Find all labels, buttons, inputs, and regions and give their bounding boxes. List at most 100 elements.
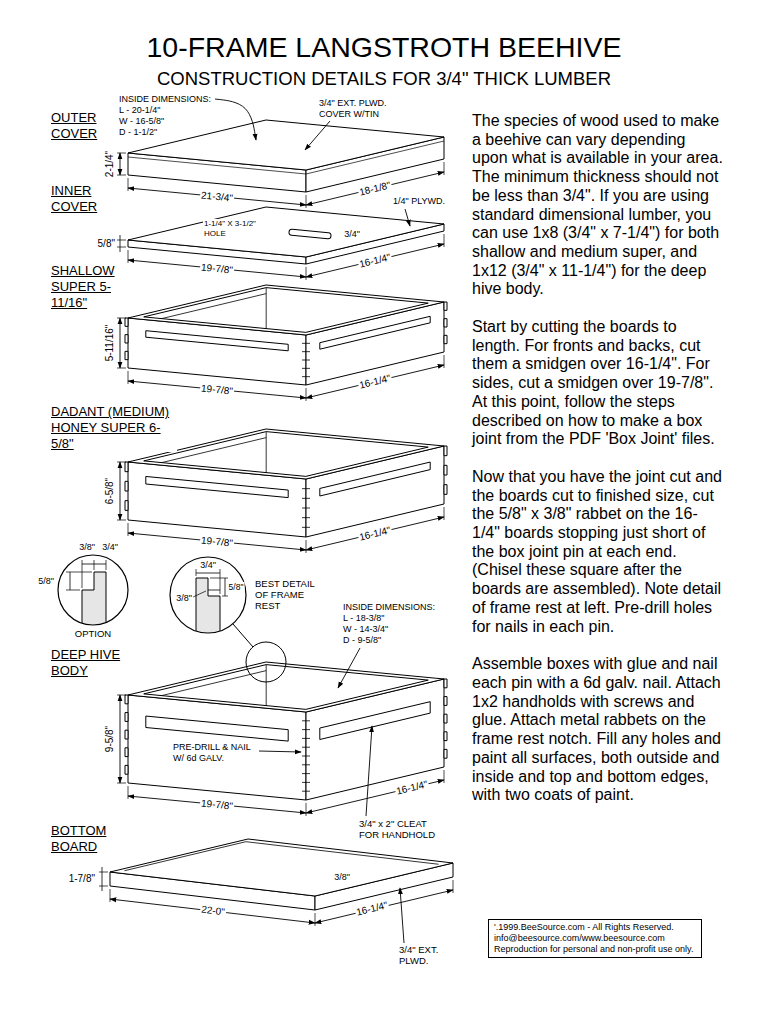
box-joint-line: [302, 756, 310, 757]
box-opening: [144, 288, 429, 333]
box-joint-pin: [444, 749, 447, 758]
extension-line: [444, 162, 445, 175]
extension-line: [315, 913, 316, 926]
dimension-label: 5/8": [37, 576, 55, 587]
inner-corner: [266, 288, 267, 338]
dimension-line: [128, 260, 306, 277]
box-joint-line: [302, 376, 310, 377]
title: 10-FRAME LANGSTROTH BEEHIVE: [0, 30, 768, 64]
box-joint-line: [302, 351, 310, 352]
body-text: Assemble boxes with glue and nail each p…: [472, 655, 724, 805]
box-joint-pin: [125, 462, 128, 472]
detail-content: [196, 578, 220, 640]
box-joint-pin: [125, 501, 128, 511]
dimension-label: 5/8": [228, 582, 245, 592]
hole-note: 1-1/4" X 3-1/2" HOLE: [203, 219, 265, 238]
box-joint-line: [302, 488, 310, 489]
extension-line: [306, 388, 307, 401]
handhold-cleat: [320, 702, 430, 740]
extension-line: [444, 234, 445, 247]
detail-callout-line: [233, 624, 253, 647]
leader-line: [400, 888, 404, 943]
top-face: [110, 839, 453, 896]
extension-line: [306, 195, 307, 208]
handhold-cleat: [320, 462, 430, 496]
dimension-lines: [99, 867, 453, 926]
subtitle: CONSTRUCTION DETAILS FOR 3/4" THICK LUMB…: [156, 68, 612, 90]
extension-line: [128, 178, 129, 191]
box-joint-line: [302, 738, 310, 739]
dimension-label: 3/4": [101, 542, 119, 553]
vent-hole-outline: [292, 232, 328, 235]
box-joint-pin: [125, 335, 128, 343]
part-name: SHALLOW SUPER 5-11/16": [50, 263, 122, 311]
dimension-label: 3/8": [78, 542, 96, 553]
body-text: Now that you have the joint cut and the …: [472, 468, 724, 636]
callout-heading: INSIDE DIMENSIONS:: [118, 94, 212, 105]
box-joint-pin: [125, 765, 128, 774]
tin-edge: [128, 141, 444, 174]
dimension-line: [128, 533, 306, 550]
extension-line: [117, 695, 126, 696]
copyright-text: Reproduction for personal and non-profit…: [494, 944, 696, 955]
leader-line: [193, 591, 206, 597]
extension-line: [128, 371, 129, 384]
box-joint-pin: [444, 697, 447, 706]
extension-line: [117, 153, 126, 154]
box-joint-line: [302, 720, 310, 721]
extension-line: [117, 240, 126, 241]
bottom-board: [110, 839, 453, 910]
box-joint-line: [302, 360, 310, 361]
extension-line: [117, 318, 126, 319]
extension-line: [444, 507, 445, 520]
dimension-line: [306, 517, 444, 550]
dimension-lines: [117, 695, 444, 816]
body-text: Start by cutting the boards to length. F…: [472, 318, 724, 449]
extension-line: [117, 520, 126, 521]
copyright-text: info@beesource.com/www.beesource.com: [494, 933, 696, 944]
dimension-line: [315, 890, 453, 923]
handhold-cleat: [320, 316, 430, 349]
dimension-label: 2-1/4": [104, 150, 116, 178]
dimension-label: 1-7/8": [68, 873, 96, 885]
extension-line: [117, 368, 126, 369]
vent-hole: [292, 232, 328, 235]
front-face: [128, 695, 306, 800]
box-joint-line: [302, 773, 310, 774]
inside-dimensions: L - 20-1/4" W - 16-5/8" D - 1-1/2": [118, 105, 168, 137]
box-joint-pin: [444, 465, 447, 475]
detail-circle: [170, 557, 246, 633]
deep-hive-body: [125, 662, 447, 800]
dimension-label: 19-7/8": [200, 797, 235, 812]
box-joint-pin: [444, 302, 447, 310]
option-detail: [58, 555, 128, 640]
frame-rest-rabbet: [144, 294, 266, 323]
dimension-line: [120, 462, 121, 520]
dimension-label: 18-1/8": [357, 179, 393, 199]
part-name: BOTTOM BOARD: [50, 823, 117, 855]
extension-line: [106, 560, 107, 570]
dimension-line: [82, 564, 106, 565]
extension-line: [117, 783, 126, 784]
handhold-cleat: [146, 331, 288, 351]
box-joint-pin: [125, 748, 128, 757]
material-note: 3/4" EXT. PLWD.: [398, 944, 450, 966]
dimension-line: [306, 365, 444, 398]
box-joint-pin: [444, 732, 447, 741]
dimension-lines: [117, 462, 444, 553]
assembly-note: PRE-DRILL & NAIL W/ 6d GALV.: [172, 742, 258, 764]
outer-cover: [128, 120, 444, 192]
dimension-label: 16-1/4": [357, 251, 393, 271]
box-joint-pin: [125, 730, 128, 739]
extension-line: [128, 250, 129, 263]
box-joint-line: [302, 527, 310, 528]
box-joint-pin: [125, 318, 128, 326]
extension-line: [306, 540, 307, 553]
leader-line: [338, 648, 360, 688]
detail-caption: OPTION: [74, 628, 112, 639]
dimension-label: 3/8": [175, 593, 193, 604]
box-joint-line: [302, 498, 310, 499]
copyright-text: '.1999.BeeSource.com - All Rights Reserv…: [494, 922, 696, 933]
extension-line: [117, 462, 126, 463]
